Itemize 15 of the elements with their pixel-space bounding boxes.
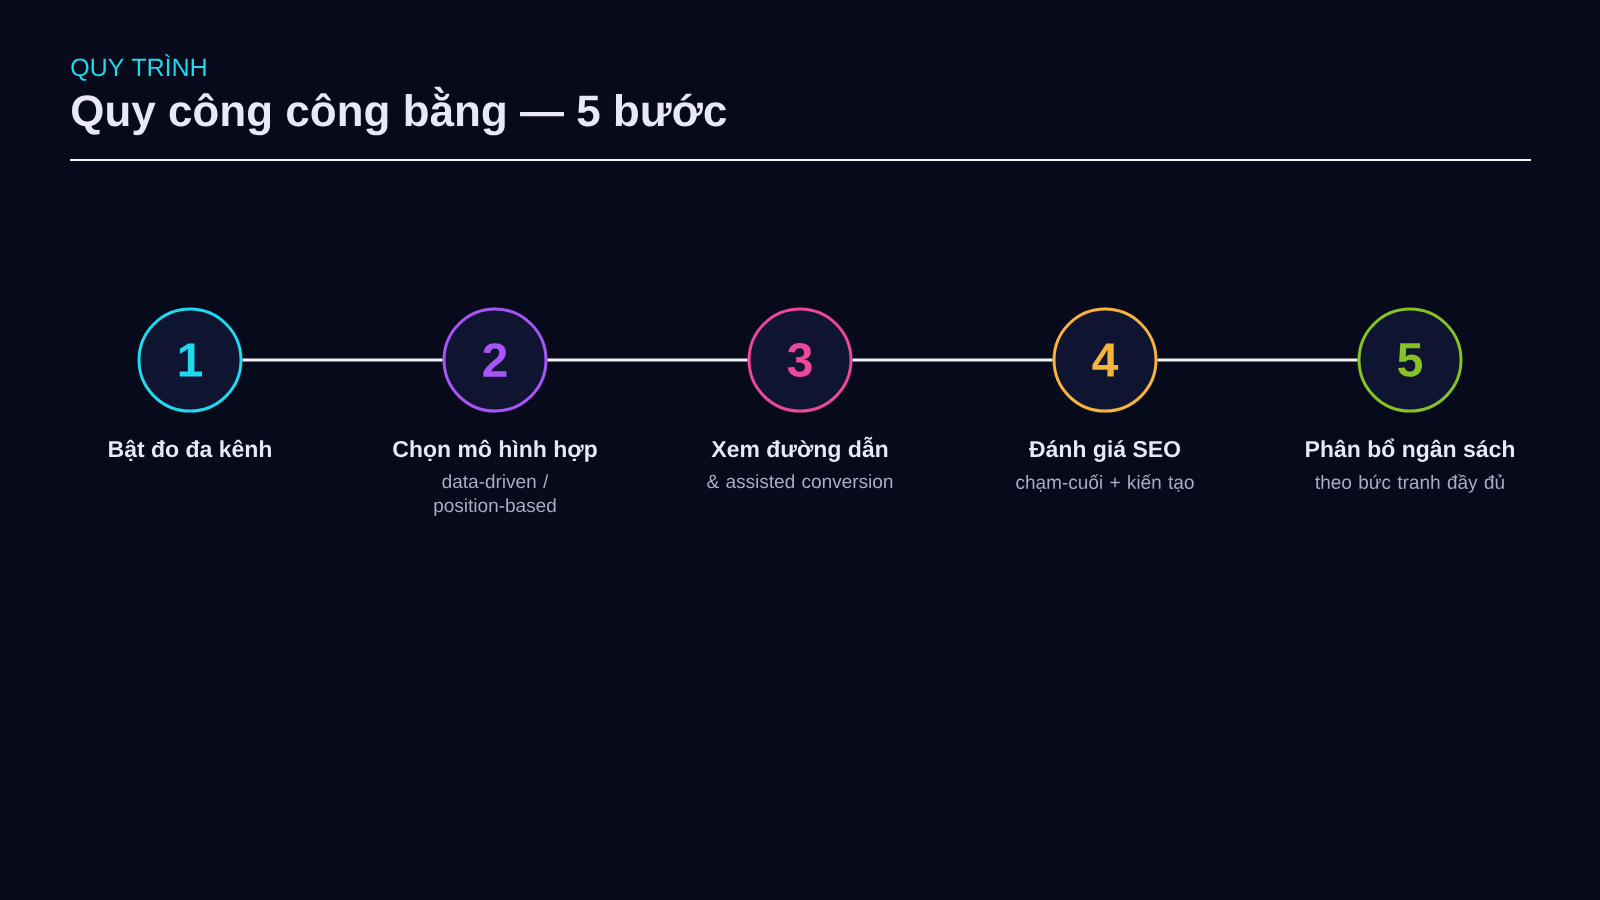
connector-line: [547, 358, 748, 362]
section-label: QUY TRÌNH: [71, 54, 206, 81]
step-title: Đánh giá SEO: [1029, 440, 1181, 462]
step-description: theo bức tranh đầy đủ: [1315, 474, 1504, 493]
connector-line: [242, 358, 443, 362]
step-title: Phân bổ ngân sách: [1306, 438, 1514, 462]
page-title: Quy công công bằng — 5 bước: [72, 86, 727, 136]
step-description: & assisted conversion: [707, 474, 893, 489]
step-description: data-driven / position-based: [434, 474, 556, 516]
step-title: Bật đo đa kênh: [109, 439, 271, 462]
step-title: Chọn mô hình hợp: [393, 439, 597, 462]
step-description: chạm-cuối + kiến tạo: [1016, 474, 1194, 492]
connector-line: [852, 358, 1053, 362]
step-title: Xem đường dẫn: [711, 436, 888, 462]
connector-line: [1157, 358, 1358, 362]
